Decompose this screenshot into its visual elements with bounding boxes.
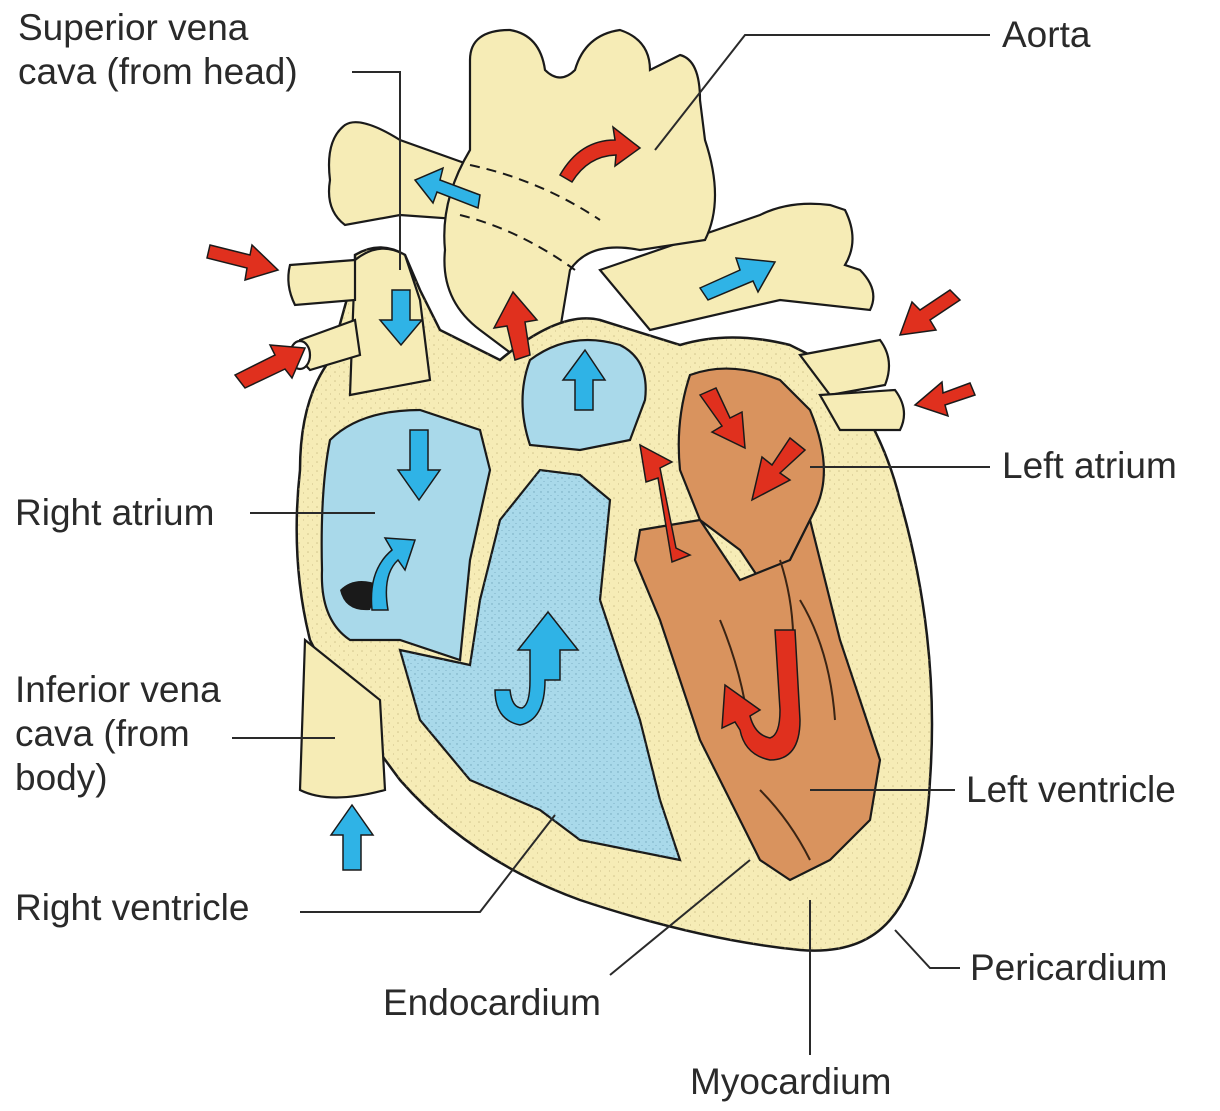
label-right-atrium: Right atrium bbox=[15, 491, 214, 535]
leader-pericardium bbox=[895, 930, 960, 968]
label-aorta: Aorta bbox=[1002, 13, 1090, 57]
arrow-pv-right-top bbox=[900, 290, 960, 335]
label-svc-line1: Superior vena bbox=[18, 6, 298, 50]
right-atrium-chamber bbox=[322, 410, 490, 660]
label-left-ventricle: Left ventricle bbox=[966, 768, 1176, 812]
arrow-pv-left-top bbox=[207, 245, 278, 280]
label-myocardium: Myocardium bbox=[690, 1060, 892, 1104]
arrow-pv-left-bottom bbox=[235, 345, 305, 388]
label-superior-vena-cava: Superior vena cava (from head) bbox=[18, 6, 298, 94]
label-ivc-line1: Inferior vena bbox=[15, 668, 221, 712]
leader-aorta bbox=[655, 35, 990, 150]
label-svc-line2: cava (from head) bbox=[18, 50, 298, 94]
label-ivc-line2: cava (from bbox=[15, 712, 221, 756]
arrow-ivc-up bbox=[331, 805, 373, 870]
label-ivc-line3: body) bbox=[15, 756, 221, 800]
arrow-pv-right-bottom bbox=[915, 382, 975, 416]
label-pericardium: Pericardium bbox=[970, 946, 1167, 990]
label-left-atrium: Left atrium bbox=[1002, 444, 1177, 488]
label-inferior-vena-cava: Inferior vena cava (from body) bbox=[15, 668, 221, 800]
label-right-ventricle: Right ventricle bbox=[15, 886, 249, 930]
label-endocardium: Endocardium bbox=[383, 981, 601, 1025]
